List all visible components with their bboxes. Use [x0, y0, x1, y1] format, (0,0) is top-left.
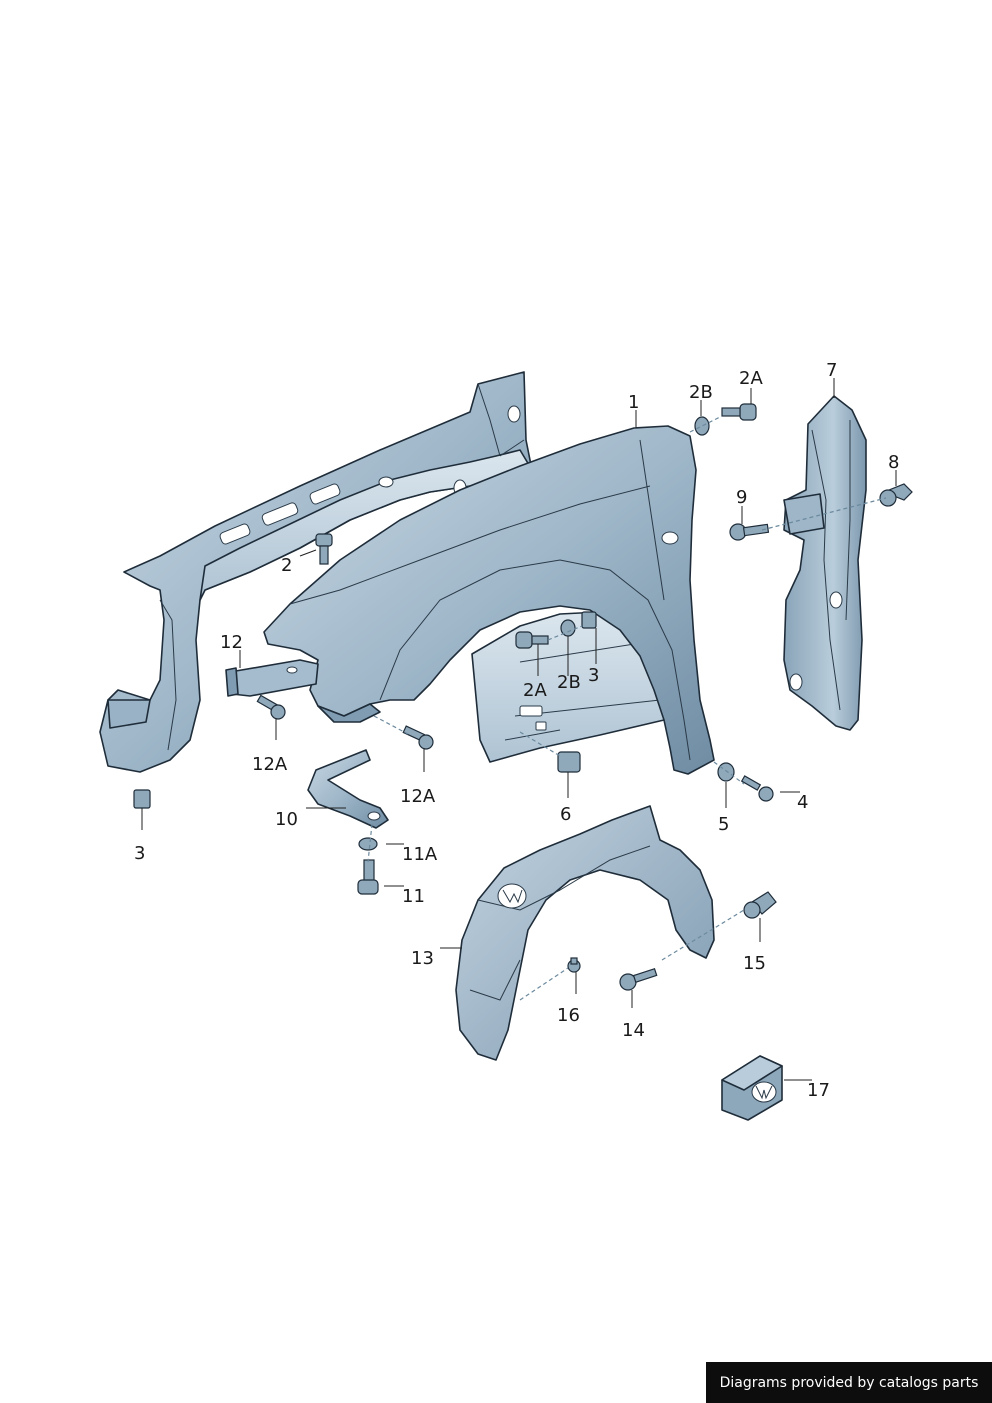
bolt-2 — [315, 533, 333, 565]
screw-12A-mid — [402, 725, 434, 750]
callout-2A-low: 2A — [523, 680, 547, 701]
callout-11: 11 — [402, 886, 425, 907]
callout-2B-top: 2B — [689, 382, 713, 403]
bolt-2A-low — [515, 631, 549, 649]
callout-11A: 11A — [402, 844, 438, 865]
callout-labels: 1 2B 2A 7 8 9 2 12 12A 12A 2A 2B 3 6 5 4… — [134, 360, 899, 1101]
callout-3-left: 3 — [134, 843, 145, 864]
washer-2B-top — [694, 416, 710, 436]
callout-12A-mid: 12A — [400, 786, 436, 807]
callout-16: 16 — [557, 1005, 580, 1026]
callout-9: 9 — [736, 487, 747, 508]
callout-3-arch: 3 — [588, 665, 599, 686]
callout-7: 7 — [826, 360, 837, 381]
clip-16 — [567, 957, 581, 973]
bracket-12 — [225, 659, 319, 697]
screw-14 — [619, 967, 658, 991]
callout-12A-left: 12A — [252, 754, 288, 775]
callout-2A-top: 2A — [739, 368, 763, 389]
callout-6: 6 — [560, 804, 571, 825]
callout-1: 1 — [628, 392, 639, 413]
wheel-housing-liner-13 — [455, 805, 715, 1061]
clip-3-arch — [581, 611, 597, 629]
callout-14: 14 — [622, 1020, 645, 1041]
callout-12: 12 — [220, 632, 243, 653]
fitting-lines — [367, 415, 887, 1001]
callout-17: 17 — [807, 1080, 830, 1101]
clip-6 — [557, 751, 581, 773]
callout-2: 2 — [281, 555, 292, 576]
clip-3-left — [133, 789, 151, 809]
callout-5: 5 — [718, 814, 729, 835]
screw-12A-left — [256, 694, 286, 720]
leader-lines — [141, 378, 897, 1081]
bolt-2A-top — [721, 403, 757, 421]
screw-9 — [729, 523, 770, 541]
splash-shield-7 — [783, 395, 867, 731]
bolt-11 — [357, 859, 379, 895]
bracket-10 — [307, 749, 389, 829]
callout-8: 8 — [888, 452, 899, 473]
screw-4 — [740, 775, 774, 802]
block-17 — [721, 1055, 783, 1121]
callout-4: 4 — [797, 792, 808, 813]
clip-15 — [743, 891, 777, 919]
callout-13: 13 — [411, 948, 434, 969]
washer-11A — [358, 837, 378, 851]
fasteners — [133, 403, 913, 991]
callout-10: 10 — [275, 809, 298, 830]
callout-15: 15 — [743, 953, 766, 974]
credit-banner: Diagrams provided by catalogs parts — [706, 1362, 992, 1403]
washer-5 — [717, 762, 735, 782]
clip-8 — [879, 483, 913, 507]
front-fender — [263, 425, 715, 775]
callout-2B-low: 2B — [557, 672, 581, 693]
